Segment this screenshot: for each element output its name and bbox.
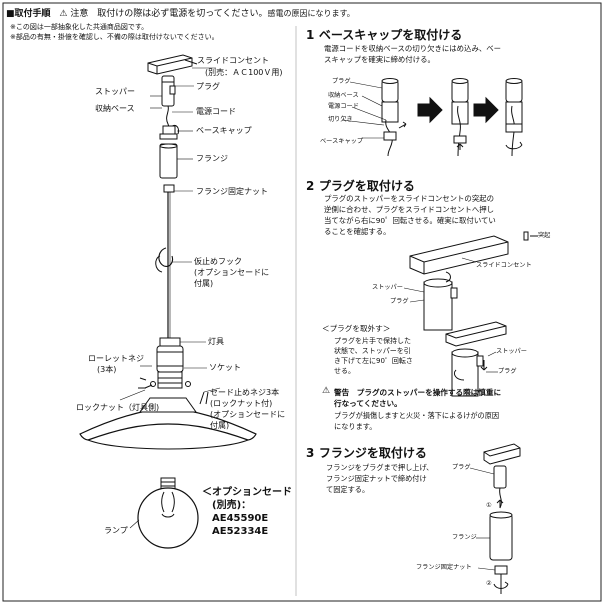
label-hook-sub2: 付属) [194,279,214,288]
step2-remove-label-plug: プラグ [498,368,517,375]
step3-text: フランジをプラグまで押し上げ、 フランジ固定ナットで締め付け て固定する。 [326,463,434,494]
label-knurled-screw: ローレットネジ [88,354,144,363]
label-slide-outlet: スライドコンセント [197,56,269,65]
label-option-shade: ＜オプションセード [202,487,292,498]
note-1: ※この図は一部抽象化した共通商品図です。 [10,23,149,31]
step1-number: 1 [306,28,315,42]
label-lock-nut: ロックナット（灯具側) [76,403,160,412]
label-shade-screw: セード止めネジ3本 [210,388,280,397]
label-shade-screw-sub1: (ロックナット付) [210,399,273,408]
step1-text: 電源コードを収納ベースの切り欠きにはめ込み、ベー スキャップを確実に締め付ける。 [324,44,502,64]
step1-label-power-cord: 電源コード [328,103,359,110]
label-slide-outlet-sub: (別売：ＡＣ100Ｖ用) [205,68,283,77]
label-hook: 仮止めフック [194,257,242,266]
step3-label-flange: フランジ [452,534,477,541]
label-socket: ソケット [209,363,241,372]
step2-warning: 警告 プラグのストッパーを操作する際は慎重に 行なってください。 [334,388,502,408]
section-title: ■取付手順 [6,9,51,19]
label-model-1: AE45590E [212,513,269,524]
label-base-cap: ベースキャップ [196,126,252,135]
caution-tail: 感電の原因になります。 [267,9,355,18]
label-storage-base: 収納ベース [95,104,135,113]
step3-label-flange-nut: フランジ固定ナット [416,564,472,571]
step3-heading: 3 フランジを取付ける [306,444,427,461]
step2-warning-text: プラグが損傷しますと火災・落下によるけがの原因 になります。 [334,411,500,431]
step1-title: ベースキャップを取付ける [318,28,463,42]
label-shade-screw-sub2: (オプションセードに [210,410,286,419]
caution-icon: ⚠ [59,9,68,19]
step2-remove-label-stopper: ストッパー [496,348,527,355]
step2-remove-title: ＜プラグを取外す＞ [322,324,391,333]
step2-label-slide-outlet: スライドコンセント [476,262,532,269]
step1-heading: 1 ベースキャップを取付ける [306,26,462,43]
step3-marker-2: ② [486,580,492,587]
step1-label-plug: プラグ [332,78,351,85]
step3-marker-1: ① [486,502,492,509]
label-lamp: ランプ [104,526,128,535]
step2-remove-text: プラグを片手で保持した 状態で、ストッパーを引 き下げて左に90゜回転さ せる。 [334,337,413,375]
step2-title: プラグを取付ける [318,179,415,193]
note-2: ※部品の有無・掛億を確認し、不備の際は取付けないでください。 [10,33,219,41]
step2-number: 2 [306,179,315,193]
step1-label-storage-base: 収納ベース [328,92,359,99]
caution-label: 注意 [70,9,89,19]
label-flange: フランジ [196,154,228,163]
step3-label-plug: プラグ [452,464,471,471]
step2-label-stopper: ストッパー [372,284,403,291]
label-stopper: ストッパー [95,87,135,96]
warning-icon: ⚠ [322,386,331,396]
label-hook-sub1: (オプションセードに [194,268,270,277]
step1-label-notch: 切り欠き [328,116,353,123]
step2-heading: 2 プラグを取付ける [306,177,415,194]
step2-label-protrusion: 突起 [538,232,551,239]
step3-title: フランジを取付ける [318,446,427,460]
header: ■取付手順 ⚠ 注意 取付けの際は必ず電源を切ってください。感電の原因になります… [6,6,355,19]
label-option-shade-sub: (別売)： [212,500,252,511]
step2-text: プラグのストッパーをスライドコンセントの突起の 逆側に合わせ、プラグをスライドコ… [324,194,496,236]
label-flange-nut: フランジ固定ナット [196,187,268,196]
label-plug: プラグ [196,82,220,91]
step2-label-plug: プラグ [390,298,409,305]
step1-label-base-cap: ベースキャップ [320,138,364,145]
label-knurled-screw-count: (3本) [97,365,117,374]
label-power-cord: 電源コード [196,107,236,116]
label-model-2: AE52334E [212,526,269,537]
label-shade-screw-sub3: 付属) [210,421,230,430]
caution-text: 取付けの際は必ず電源を切ってください。 [97,9,268,19]
step3-number: 3 [306,446,315,460]
label-fixture: 灯具 [208,337,224,346]
